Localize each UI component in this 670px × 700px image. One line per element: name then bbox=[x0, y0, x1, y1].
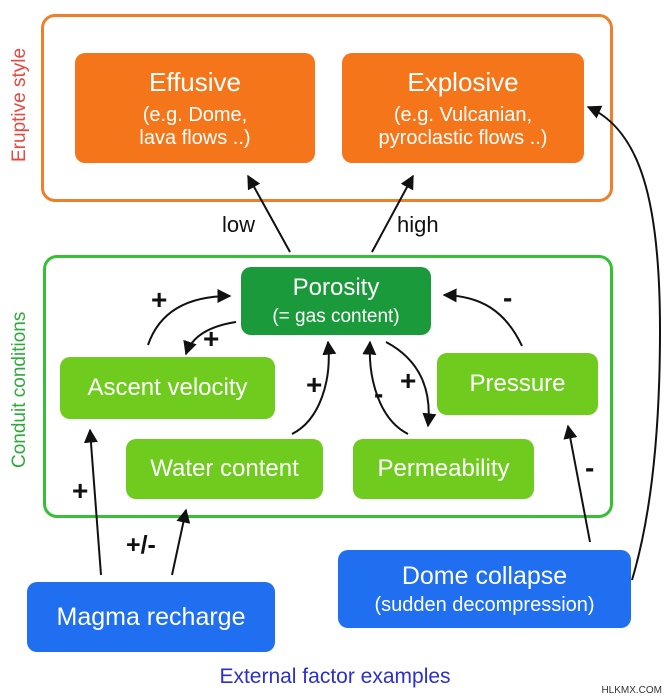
explosive-title: Explosive bbox=[407, 66, 519, 97]
water-content-title: Water content bbox=[150, 455, 299, 482]
explosive-example-1: (e.g. Vulcanian, bbox=[393, 103, 533, 126]
water-content-box: Water content bbox=[126, 439, 323, 499]
plus-recharge-to-ascent: + bbox=[72, 475, 89, 506]
porosity-subtitle: (= gas content) bbox=[272, 306, 400, 327]
low-label: low bbox=[222, 212, 256, 237]
plus-porosity-to-permeability: + bbox=[400, 365, 417, 396]
magma-recharge-box: Magma recharge bbox=[27, 582, 275, 652]
plus-porosity-to-ascent: + bbox=[203, 323, 220, 354]
arrow-water-to-porosity bbox=[291, 340, 337, 435]
effusive-example-2: lava flows ..) bbox=[139, 126, 251, 149]
external-factors-label: External factor examples bbox=[219, 665, 451, 688]
watermark: HLKMX.COM bbox=[601, 685, 662, 696]
plus-minus-recharge-to-water: +/- bbox=[126, 531, 156, 559]
high-label: high bbox=[397, 212, 439, 237]
arrow-ascent-to-porosity bbox=[147, 289, 232, 346]
magma-recharge-title: Magma recharge bbox=[56, 602, 246, 631]
arrow-porosity-to-explosive bbox=[371, 174, 414, 253]
plus-water-to-porosity: + bbox=[306, 369, 323, 400]
dome-collapse-subtitle: (sudden decompression) bbox=[374, 593, 595, 616]
arrow-porosity-to-permeability bbox=[385, 341, 437, 428]
plus-ascent-to-porosity: + bbox=[151, 284, 168, 315]
minus-permeability-to-porosity: - bbox=[374, 378, 384, 409]
eruptive-style-frame bbox=[41, 14, 613, 202]
ascent-velocity-title: Ascent velocity bbox=[87, 374, 248, 401]
permeability-title: Permeability bbox=[377, 455, 510, 482]
porosity-title: Porosity bbox=[292, 274, 380, 301]
explosive-box: Explosive (e.g. Vulcanian, pyroclastic f… bbox=[342, 53, 584, 163]
arrow-dome-to-pressure bbox=[563, 424, 591, 543]
effusive-title: Effusive bbox=[148, 66, 241, 97]
explosive-example-2: pyroclastic flows ..) bbox=[378, 126, 548, 149]
dome-collapse-box: Dome collapse (sudden decompression) bbox=[338, 550, 631, 628]
ascent-velocity-box: Ascent velocity bbox=[60, 357, 275, 419]
arrow-permeability-to-porosity bbox=[362, 340, 409, 435]
effusive-example-1: (e.g. Dome, bbox=[142, 103, 248, 126]
effusive-box: Effusive (e.g. Dome, lava flows ..) bbox=[75, 53, 315, 163]
arrow-recharge-to-water bbox=[171, 508, 191, 576]
permeability-box: Permeability bbox=[353, 439, 534, 499]
porosity-box: Porosity (= gas content) bbox=[241, 267, 431, 335]
arrow-porosity-to-effusive bbox=[247, 174, 291, 253]
arrow-pressure-to-porosity bbox=[442, 288, 523, 347]
dome-collapse-title: Dome collapse bbox=[401, 561, 568, 590]
pressure-box: Pressure bbox=[437, 353, 598, 415]
pressure-title: Pressure bbox=[469, 370, 566, 397]
minus-pressure-to-porosity: - bbox=[503, 282, 513, 313]
arrow-recharge-to-ascent bbox=[83, 428, 102, 576]
conduit-conditions-frame bbox=[43, 255, 613, 518]
arrow-porosity-to-ascent bbox=[183, 321, 237, 356]
minus-dome-to-pressure: - bbox=[585, 452, 595, 483]
arrow-dome-to-explosive bbox=[586, 105, 662, 581]
